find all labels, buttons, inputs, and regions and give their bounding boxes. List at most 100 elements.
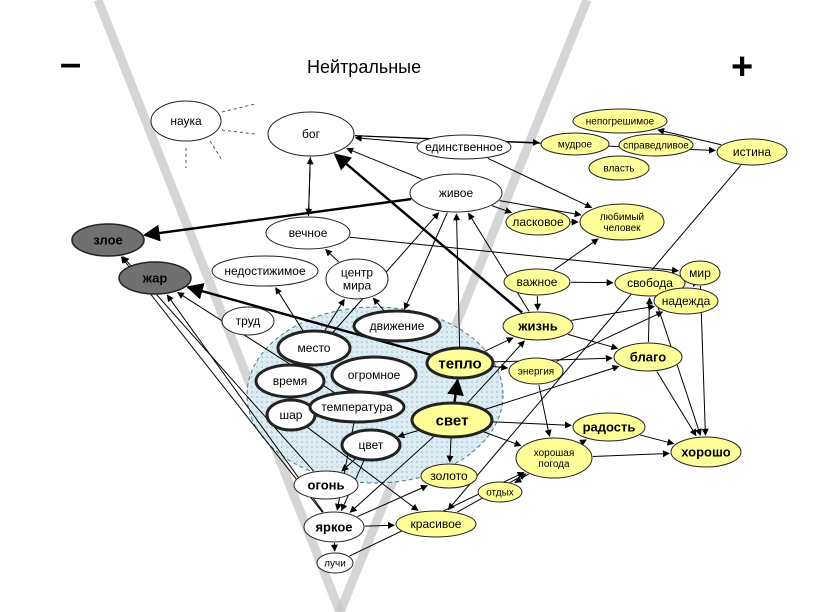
edge-dvizhenie-centr (372, 297, 385, 312)
edge-zhivoe-bog (346, 147, 423, 180)
node-krasivoe-shape (395, 510, 477, 538)
node-zoloto-label: золото (430, 469, 468, 483)
node-dvizhenie-label: движение (370, 319, 425, 333)
node-bog-shape (267, 111, 355, 157)
node-zhizn[interactable]: жизнь (502, 311, 574, 341)
node-krasivoe[interactable]: красивое (395, 510, 477, 538)
node-nadezhda-shape (653, 287, 719, 315)
edge-zhivoe-dvizhenie (403, 212, 448, 310)
node-centr-label: мира (343, 279, 372, 293)
edge-svoboda-horosho (654, 296, 702, 436)
node-mir[interactable]: мир (679, 260, 721, 286)
node-zoloto[interactable]: золото (420, 463, 478, 489)
edge-yarkoe-zloe (120, 256, 323, 513)
node-otdyh[interactable]: отдых (477, 481, 523, 503)
node-ogon[interactable]: огонь (293, 470, 359, 500)
node-trud-shape (221, 306, 275, 336)
nodes-layer: наука бог единственное живое вечное недостижи… (71, 100, 788, 574)
node-istina[interactable]: истина (716, 138, 788, 166)
node-trud-label: труд (236, 314, 261, 328)
node-edinstvennoe-shape (416, 134, 512, 160)
node-nepogreshimoe[interactable]: непогрешимое (572, 108, 668, 134)
node-energiya[interactable]: энергия (508, 357, 564, 385)
edge-zhizn-blago (567, 333, 619, 351)
node-radost[interactable]: радость (572, 412, 646, 442)
node-shar[interactable]: шар (265, 398, 317, 432)
node-bog[interactable]: бог (267, 111, 355, 157)
node-blago[interactable]: благо (613, 342, 683, 372)
edge-radost-horosho (640, 434, 675, 446)
node-vazhnoe[interactable]: важное (503, 268, 571, 296)
node-teplo[interactable]: тепло (425, 346, 495, 380)
node-spravedlivoe[interactable]: справедливое (618, 133, 694, 157)
edge-zhizn-zhivoe (468, 212, 530, 312)
node-trud[interactable]: труд (221, 306, 275, 336)
node-temperatura-shape (308, 390, 406, 424)
edge-istina-krasivoe (447, 164, 742, 511)
node-vechnoe[interactable]: вечное (265, 216, 351, 250)
node-yarkoe[interactable]: яркое (303, 511, 365, 543)
node-zhizn-label: жизнь (517, 319, 558, 334)
node-luchi-label: лучи (324, 559, 346, 570)
node-vazhnoe-label: важное (517, 275, 558, 289)
node-horosho[interactable]: хорошо (670, 436, 742, 468)
node-energiya-label: энергия (518, 367, 554, 378)
edge-zhizn-nadezhda (571, 303, 655, 321)
node-mudroe-shape (540, 132, 610, 156)
node-radost-label: радость (583, 420, 636, 435)
edges-layer (120, 127, 742, 557)
node-laskovoe[interactable]: ласковое (505, 208, 571, 236)
node-zhar-shape (118, 261, 192, 295)
edge-yarkoe-krasivoe (364, 521, 395, 529)
node-luchi[interactable]: лучи (316, 552, 354, 574)
node-temperatura[interactable]: температура (308, 390, 406, 424)
node-zhivoe[interactable]: живое (409, 173, 503, 213)
node-svoboda[interactable]: свобода (614, 269, 686, 297)
node-vazhnoe-shape (503, 268, 571, 296)
node-edinstvennoe[interactable]: единственное (416, 134, 512, 160)
node-svet-label: свет (436, 412, 469, 429)
node-svet-shape (410, 401, 494, 439)
node-nedostizhimoe[interactable]: недостижимое (211, 255, 319, 287)
node-centr-label: центр (341, 266, 374, 280)
node-cvet[interactable]: цвет (340, 428, 402, 462)
edge-horoshaya-horosho (592, 450, 670, 458)
edge-zhivoe-zloe (142, 197, 412, 242)
node-svet[interactable]: свет (410, 401, 494, 439)
node-spravedlivoe-label: справедливое (623, 141, 689, 152)
edge-energiya-nadezhda (556, 311, 664, 362)
edge-cvet-ogon (341, 458, 356, 472)
node-dvizhenie[interactable]: движение (352, 309, 442, 343)
node-nauka[interactable]: наука (150, 100, 222, 142)
node-zloe-label: злое (93, 233, 123, 248)
node-ogromnoe[interactable]: огромное (330, 355, 418, 395)
node-vlast-label: власть (603, 164, 634, 175)
node-mesto[interactable]: место (276, 329, 352, 367)
node-vremya[interactable]: время (254, 363, 326, 399)
node-vremya-label: время (273, 374, 307, 388)
node-lyubimyi-label: человек (603, 223, 641, 234)
node-ogon-shape (293, 470, 359, 500)
edge-svet-horoshaya (483, 431, 522, 447)
edge-zhivoe-laskovoe (491, 205, 513, 214)
node-zhar[interactable]: жар (118, 261, 192, 295)
node-luchi-shape (316, 552, 354, 574)
node-mudroe[interactable]: мудрое (540, 132, 610, 156)
node-vlast[interactable]: власть (588, 155, 650, 181)
node-nadezhda[interactable]: надежда (653, 287, 719, 315)
node-nepogreshimoe-label: непогрешимое (586, 117, 655, 128)
plus-sign: + (731, 46, 753, 88)
edge-horoshaya-radost (579, 439, 587, 446)
edge-svet-teplo (447, 378, 464, 403)
node-nepogreshimoe-shape (572, 108, 668, 134)
node-nadezhda-label: надежда (662, 294, 711, 308)
edge-svet-yarkoe (349, 435, 435, 513)
edge-mesto-nedostizhimoe (275, 287, 304, 332)
node-svoboda-shape (614, 269, 686, 297)
edge-svet-radost (492, 421, 572, 429)
node-zloe[interactable]: злое (71, 223, 145, 257)
node-otdyh-label: отдых (486, 488, 514, 499)
